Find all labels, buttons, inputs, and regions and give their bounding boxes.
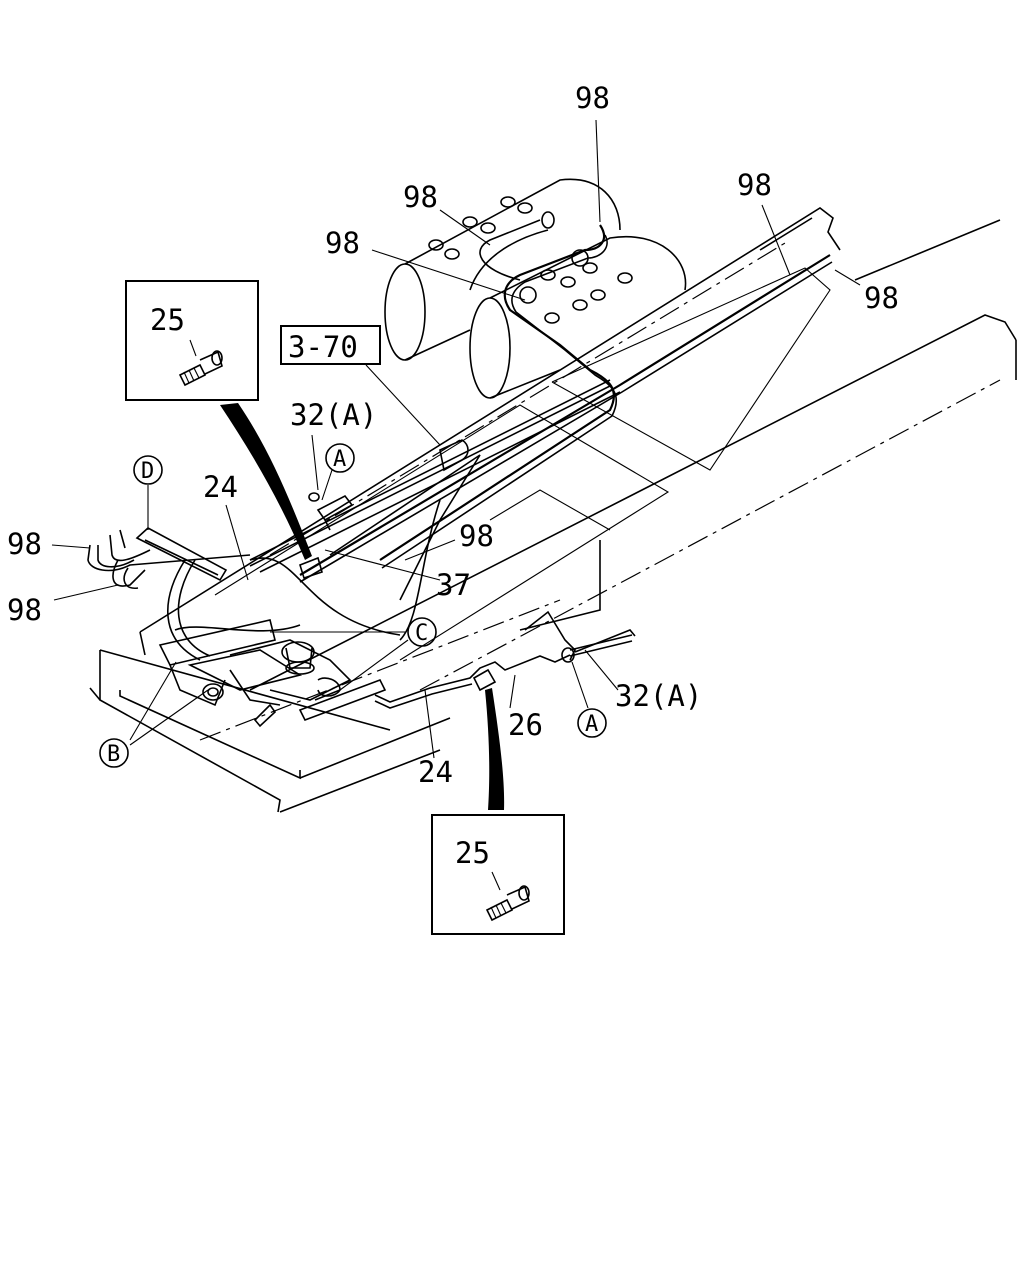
detail-box-top [125, 280, 259, 401]
callout-a-right: A [585, 712, 598, 737]
fitting-25-top [178, 339, 223, 387]
callout-c: C [415, 621, 428, 646]
callout-b: B [107, 742, 120, 767]
fitting-25-bottom [485, 871, 530, 922]
label-98-g: 98 [7, 593, 42, 627]
label-98-a: 98 [403, 180, 438, 214]
label-25-top: 25 [150, 303, 185, 337]
valve-assembly [135, 439, 636, 728]
label-98-top: 98 [575, 81, 610, 115]
label-98-b: 98 [325, 226, 360, 260]
callout-circle-b [99, 738, 129, 768]
callout-circle-d [133, 455, 163, 485]
label-98-c: 98 [737, 168, 772, 202]
label-98-f: 98 [7, 527, 42, 561]
label-26: 26 [508, 708, 543, 742]
label-24-a: 24 [203, 470, 238, 504]
label-98-e: 98 [459, 519, 494, 553]
reference-box-3-70 [280, 325, 381, 365]
label-24-b: 24 [418, 755, 453, 789]
label-98-d: 98 [864, 281, 899, 315]
label-32a-top: 32(A) [290, 398, 377, 432]
callout-circles [99, 443, 607, 768]
callout-circle-a-right [577, 708, 607, 738]
callout-circle-c [407, 617, 437, 647]
leader-lines [51, 119, 861, 759]
air-tanks [384, 178, 687, 399]
tank-caps [428, 196, 633, 324]
callout-d: D [141, 459, 154, 484]
label-25-bottom: 25 [455, 836, 490, 870]
label-3-70: 3-70 [288, 330, 358, 364]
label-37: 37 [436, 568, 471, 602]
callout-circle-a-top [325, 443, 355, 473]
callout-wedges [220, 403, 505, 810]
part-labels: 98 98 98 98 98 98 98 98 25 25 3-70 32(A)… [7, 81, 899, 870]
label-32a-right: 32(A) [615, 679, 702, 713]
callout-a-top: A [333, 447, 346, 472]
detail-box-bottom [431, 814, 565, 935]
frame-rails [89, 207, 1017, 813]
air-pipes [87, 219, 833, 709]
